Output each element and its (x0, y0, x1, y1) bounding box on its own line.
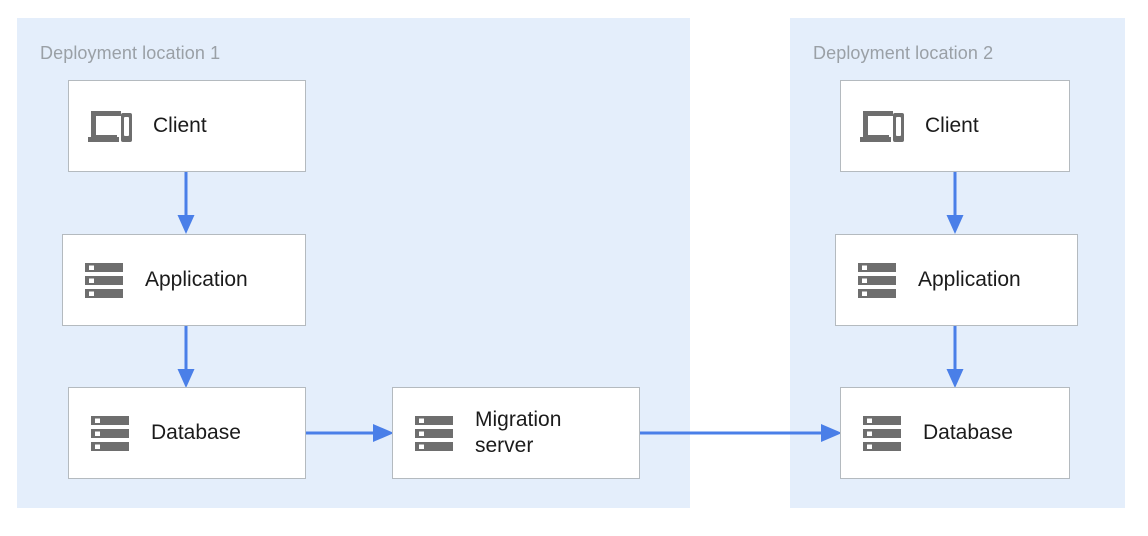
edge-client1-to-application1 (176, 170, 196, 236)
edge-application2-to-database2 (945, 324, 965, 390)
node-database-1[interactable]: Database (68, 387, 306, 479)
edge-application1-to-database1 (176, 324, 196, 390)
node-client-1-label: Client (153, 114, 207, 138)
node-database-1-label: Database (151, 421, 241, 445)
node-client-2-label: Client (925, 114, 979, 138)
deployment-zone-2-title: Deployment location 2 (813, 43, 994, 63)
node-client-1[interactable]: Client (68, 80, 306, 172)
deployment-zone-1-title: Deployment location 1 (40, 43, 221, 63)
node-application-1-label: Application (145, 268, 248, 292)
node-application-2-label: Application (918, 268, 1021, 292)
node-database-2[interactable]: Database (840, 387, 1070, 479)
node-application-2[interactable]: Application (835, 234, 1078, 326)
server-rack-icon (91, 414, 129, 452)
node-client-2[interactable]: Client (840, 80, 1070, 172)
node-migration-server-label: Migration server (475, 408, 562, 457)
edge-migration-server-to-database2 (638, 423, 844, 443)
client-devices-icon (87, 107, 133, 145)
server-rack-icon (863, 414, 901, 452)
node-application-1[interactable]: Application (62, 234, 306, 326)
server-rack-icon (85, 261, 123, 299)
node-database-2-label: Database (923, 421, 1013, 445)
node-migration-server[interactable]: Migration server (392, 387, 640, 479)
client-devices-icon (859, 107, 905, 145)
server-rack-icon (858, 261, 896, 299)
server-rack-icon (415, 414, 453, 452)
edge-client2-to-application2 (945, 170, 965, 236)
edge-database1-to-migration-server (304, 423, 396, 443)
